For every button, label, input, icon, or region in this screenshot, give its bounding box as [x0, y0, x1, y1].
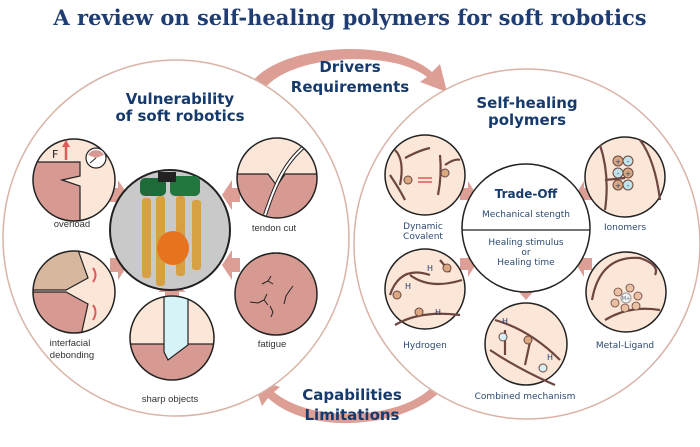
- hydrogen-illustration: H H H: [384, 248, 466, 330]
- top-curved-arrow: [250, 48, 447, 92]
- inward-arrows: [110, 180, 240, 300]
- metal-ligand-label: Metal-Ligand: [596, 341, 654, 351]
- vulnerability-heading: Vulnerability: [126, 90, 235, 108]
- dynamic-covalent-illustration: [384, 134, 466, 216]
- metal-ligand-illustration: M+: [585, 251, 667, 333]
- sharp-objects-label: sharp objects: [142, 394, 199, 405]
- interfacial-debonding-label: interfacial: [50, 338, 91, 349]
- svg-text:-: -: [627, 158, 630, 166]
- overload-label: overload: [54, 219, 90, 230]
- mechanical-strength-text: Mechanical stength: [482, 210, 570, 220]
- svg-text:H: H: [405, 282, 411, 291]
- svg-text:H: H: [427, 264, 433, 273]
- combined-mechanism-label: Combined mechanism: [475, 392, 576, 402]
- healing-stimulus-text: Healing stimulus: [488, 238, 563, 248]
- svg-text:+: +: [625, 170, 631, 178]
- dynamic-covalent-label: Dynamic: [403, 222, 443, 232]
- soft-gripper-photo: [109, 169, 231, 291]
- svg-text:or: or: [521, 248, 531, 258]
- self-healing-heading: Self-healing: [476, 94, 577, 112]
- ionomers-illustration: + - - + + -: [584, 136, 666, 218]
- svg-text:H: H: [435, 308, 441, 317]
- svg-text:-: -: [617, 170, 620, 178]
- svg-text:M+: M+: [622, 296, 631, 302]
- self-healing-panel: Self-healing polymers Trade-Off Mechanic…: [353, 68, 700, 420]
- capabilities-limitations-label: Capabilities Limitations: [302, 386, 402, 424]
- svg-text:+: +: [615, 182, 621, 190]
- drivers-requirements-label: Drivers Requirements: [291, 58, 410, 96]
- svg-text:Capabilities: Capabilities: [302, 386, 402, 404]
- svg-text:Covalent: Covalent: [403, 232, 443, 242]
- trade-off-title: Trade-Off: [495, 187, 558, 201]
- svg-text:of soft robotics: of soft robotics: [115, 107, 244, 125]
- svg-text:H: H: [547, 353, 553, 362]
- fatigue-label: fatigue: [258, 339, 287, 350]
- svg-text:+: +: [615, 158, 621, 166]
- trade-off-circle: Trade-Off Mechanical stength Healing sti…: [461, 163, 591, 293]
- svg-text:polymers: polymers: [488, 111, 566, 129]
- fatigue-illustration: [234, 252, 318, 336]
- combined-mechanism-illustration: H H: [484, 302, 568, 387]
- svg-text:H: H: [502, 317, 508, 326]
- tendon-cut-label: tendon cut: [252, 223, 297, 234]
- figure-title: A review on self-healing polymers for so…: [52, 5, 646, 30]
- svg-text:Drivers: Drivers: [319, 58, 380, 76]
- svg-text:debonding: debonding: [50, 350, 94, 361]
- ionomers-label: Ionomers: [604, 223, 646, 233]
- hydrogen-label: Hydrogen: [403, 341, 447, 351]
- bottom-curved-arrow: [252, 372, 452, 424]
- svg-text:Requirements: Requirements: [291, 78, 410, 96]
- healing-time-text: Healing time: [497, 258, 555, 268]
- svg-text:Limitations: Limitations: [305, 406, 400, 424]
- overload-illustration: F: [32, 138, 116, 222]
- vulnerability-panel: Vulnerability of soft robotics: [2, 59, 350, 417]
- force-symbol: F: [52, 148, 58, 161]
- svg-text:-: -: [627, 182, 630, 190]
